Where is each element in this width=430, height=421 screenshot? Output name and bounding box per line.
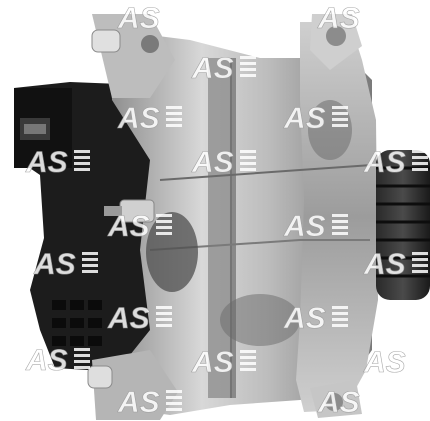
watermark-logo: AS (283, 102, 348, 135)
svg-text:AS: AS (283, 102, 326, 135)
svg-text:AS: AS (363, 248, 406, 281)
watermark-logo: AS (117, 102, 182, 135)
svg-text:AS: AS (191, 52, 234, 85)
svg-text:AS: AS (363, 346, 406, 379)
watermark-logo: AS (191, 346, 256, 379)
svg-text:AS: AS (283, 210, 326, 243)
svg-text:AS: AS (363, 146, 406, 179)
svg-text:AS: AS (117, 2, 160, 35)
watermark-logo: AS (363, 346, 428, 379)
svg-text:AS: AS (117, 386, 160, 419)
svg-text:AS: AS (107, 302, 150, 335)
watermark-logo: AS (283, 210, 348, 243)
watermark-logo: AS (117, 2, 182, 35)
mounting-ear-front (310, 14, 362, 418)
watermark-logo: AS (25, 344, 90, 377)
watermark-logo: AS (191, 52, 256, 85)
svg-text:AS: AS (283, 302, 326, 335)
watermark-logo: AS (107, 210, 172, 243)
svg-text:AS: AS (317, 2, 360, 35)
svg-text:AS: AS (25, 344, 68, 377)
svg-text:AS: AS (107, 210, 150, 243)
watermark-logo: AS (283, 302, 348, 335)
svg-text:AS: AS (33, 248, 76, 281)
mounting-ear-top (91, 14, 175, 98)
pulley (376, 150, 430, 300)
watermark-logo: AS (191, 146, 256, 179)
svg-text:AS: AS (191, 346, 234, 379)
svg-text:AS: AS (191, 146, 234, 179)
watermark-logo: AS (317, 2, 382, 35)
watermark-logo: AS (363, 146, 428, 179)
svg-text:AS: AS (25, 146, 68, 179)
watermark-logo: AS (117, 386, 182, 419)
watermark-logo: AS (33, 248, 98, 281)
watermark-logo: AS (317, 386, 382, 419)
watermark-logo: AS (363, 248, 428, 281)
svg-text:AS: AS (317, 386, 360, 419)
watermark-logo: AS (25, 146, 90, 179)
terminal-bolt (104, 199, 155, 223)
svg-text:AS: AS (117, 102, 160, 135)
mounting-ear-bottom (87, 350, 178, 420)
watermark-logo: AS (107, 302, 172, 335)
rear-cover (14, 82, 155, 372)
